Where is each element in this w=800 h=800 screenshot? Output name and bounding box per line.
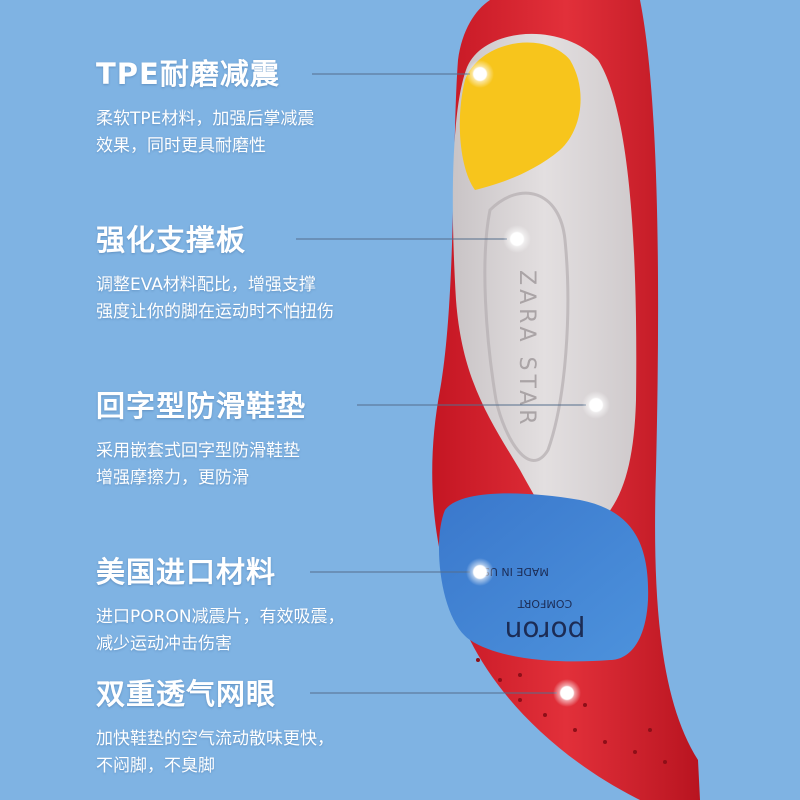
feature-desc-line: 减少运动冲击伤害 xyxy=(96,634,232,654)
feature-desc: 加快鞋垫的空气流动散味更快， 不闷脚，不臭脚 xyxy=(96,726,334,780)
pad-comfort: COMFORT xyxy=(518,597,573,610)
poron-forefoot-pad xyxy=(438,493,649,662)
feature-title: 强化支撑板 xyxy=(96,223,247,257)
callout-dot-3 xyxy=(582,391,610,419)
feature-desc: 进口PORON减震片，有效吸震， 减少运动冲击伤害 xyxy=(96,604,345,658)
feature-desc-line: 强度让你的脚在运动时不怕扭伤 xyxy=(96,302,334,322)
callout-dot-4 xyxy=(466,558,494,586)
feature-desc-line: 调整EVA材料配比，增强支撑 xyxy=(96,275,316,295)
ventilation-holes xyxy=(476,658,667,764)
feature-desc-line: 进口PORON减震片，有效吸震， xyxy=(96,607,345,627)
feature-title: 美国进口材料 xyxy=(96,555,277,589)
feature-desc-line: 增强摩擦力，更防滑 xyxy=(96,468,249,488)
support-plate-outline xyxy=(483,191,570,462)
feature-imported-material: 美国进口材料 进口PORON减震片，有效吸震， 减少运动冲击伤害 xyxy=(96,554,345,658)
feature-desc-line: 加快鞋垫的空气流动散味更快， xyxy=(96,729,334,749)
feature-desc-line: 采用嵌套式回字型防滑鞋垫 xyxy=(96,441,300,461)
feature-tpe: TPE耐磨减震 柔软TPE材料，加强后掌减震 效果，同时更具耐磨性 xyxy=(96,56,314,160)
feature-desc-line: 柔软TPE材料，加强后掌减震 xyxy=(96,109,315,129)
feature-breathable-mesh: 双重透气网眼 加快鞋垫的空气流动散味更快， 不闷脚，不臭脚 xyxy=(96,676,334,780)
feature-support-plate: 强化支撑板 调整EVA材料配比，增强支撑 强度让你的脚在运动时不怕扭伤 xyxy=(96,222,334,326)
callout-dot-1 xyxy=(466,60,494,88)
feature-desc-line: 效果，同时更具耐磨性 xyxy=(96,136,266,156)
insole-brand-text: ZARA STAR xyxy=(514,270,539,429)
feature-title: 双重透气网眼 xyxy=(96,677,277,711)
feature-desc: 调整EVA材料配比，增强支撑 强度让你的脚在运动时不怕扭伤 xyxy=(96,272,334,326)
callout-dot-5 xyxy=(553,679,581,707)
feature-desc-line: 不闷脚，不臭脚 xyxy=(96,756,215,776)
feature-title: 回字型防滑鞋垫 xyxy=(96,389,307,423)
feature-title: TPE耐磨减震 xyxy=(96,57,280,91)
feature-anti-slip: 回字型防滑鞋垫 采用嵌套式回字型防滑鞋垫 增强摩擦力，更防滑 xyxy=(96,388,306,492)
feature-desc: 柔软TPE材料，加强后掌减震 效果，同时更具耐磨性 xyxy=(96,106,314,160)
pad-poron-logo: poron xyxy=(505,615,586,648)
callout-dot-2 xyxy=(503,225,531,253)
feature-desc: 采用嵌套式回字型防滑鞋垫 增强摩擦力，更防滑 xyxy=(96,438,306,492)
